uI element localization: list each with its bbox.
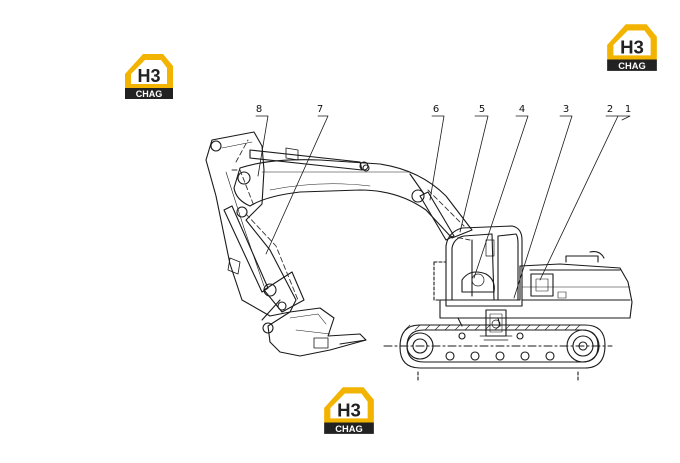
brand-logo-bottom: H3 CHAG [320, 381, 378, 435]
callout-2: 2 [607, 104, 613, 115]
arm-cylinder [249, 147, 369, 171]
svg-text:H3: H3 [620, 36, 644, 57]
logo-text: CHAG [136, 89, 163, 99]
operator-cab [433, 225, 523, 307]
callout-1: 1 [625, 104, 631, 115]
svg-text:CHAG: CHAG [335, 424, 362, 434]
boom-cylinder [409, 173, 455, 241]
upper-structure [439, 251, 633, 327]
bucket-linkage [261, 271, 305, 334]
boom [233, 159, 473, 239]
callout-7: 7 [317, 104, 323, 115]
callout-3: 3 [563, 104, 569, 115]
center-joint [479, 309, 513, 341]
bucket [267, 307, 367, 357]
hydraulic-lines [231, 139, 471, 301]
arm [205, 131, 297, 317]
svg-text:H3: H3 [337, 399, 361, 420]
callout-6: 6 [433, 104, 439, 115]
callout-5: 5 [479, 104, 485, 115]
svg-text:CHAG: CHAG [618, 61, 645, 71]
leader-lines [255, 115, 631, 299]
callout-8: 8 [256, 104, 262, 115]
track-assembly [383, 324, 613, 381]
callout-4: 4 [519, 104, 525, 115]
brand-logo-top-right: H3 CHAG [603, 18, 661, 72]
logo-letters: H3 [137, 66, 160, 86]
brand-logo-top-left: H3 CHAG [121, 48, 177, 100]
